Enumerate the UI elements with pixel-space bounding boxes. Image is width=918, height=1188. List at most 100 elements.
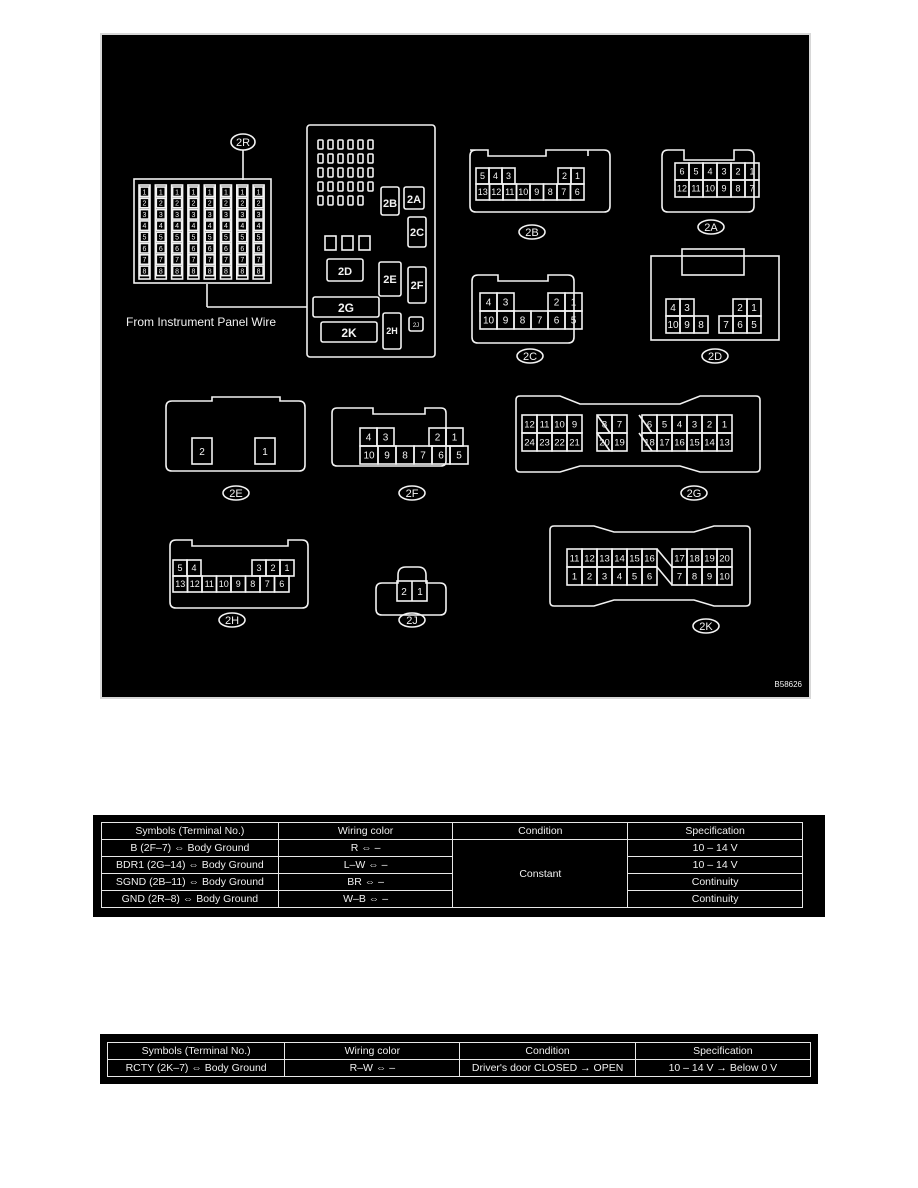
svg-text:9: 9 [503, 316, 509, 327]
svg-text:2H: 2H [386, 326, 398, 336]
svg-text:2: 2 [208, 201, 212, 208]
cell-wiring: BR ⇔ – [277, 873, 454, 891]
svg-text:3: 3 [602, 571, 607, 582]
header-specification: Specification [627, 822, 803, 840]
svg-text:4: 4 [617, 571, 622, 582]
svg-text:13: 13 [719, 437, 730, 448]
table-row: B (2F–7) ⇔ Body Ground R ⇔ – Constant 10… [101, 839, 803, 908]
svg-text:2: 2 [735, 167, 740, 177]
svg-text:1: 1 [224, 189, 228, 196]
svg-text:6: 6 [647, 571, 652, 582]
svg-text:7: 7 [143, 257, 147, 264]
svg-text:4: 4 [143, 223, 147, 230]
table-row: GND (2R–8) ⇔ Body Ground W–B ⇔ – Continu… [101, 890, 803, 908]
cell-symbol: GND (2R–8) ⇔ Body Ground [101, 890, 279, 908]
svg-text:4: 4 [486, 298, 492, 309]
svg-text:10: 10 [719, 571, 730, 582]
connector-2R-label: 2R [236, 137, 250, 149]
svg-text:2: 2 [401, 587, 407, 598]
cell-symbol: SGND (2B–11) ⇔ Body Ground [101, 873, 279, 891]
svg-text:2: 2 [554, 298, 560, 309]
svg-text:24: 24 [524, 437, 535, 448]
cell-wiring: R–W ⇔ – [284, 1059, 461, 1077]
svg-text:7: 7 [208, 257, 212, 264]
junction-block: 2B 2A 2C 2D 2E 2F 2G 2K 2H 2J [306, 124, 436, 358]
svg-text:17: 17 [659, 437, 670, 448]
svg-text:3: 3 [159, 212, 163, 219]
connector-2J: 2 1 2J [375, 566, 447, 628]
svg-text:3: 3 [208, 212, 212, 219]
svg-text:18: 18 [644, 437, 655, 448]
svg-text:5: 5 [224, 234, 228, 241]
svg-text:5: 5 [456, 451, 462, 462]
svg-text:5: 5 [662, 419, 667, 430]
table-1: Symbols (Terminal No.) Wiring color Cond… [101, 822, 803, 908]
svg-text:1: 1 [159, 189, 163, 196]
svg-text:9: 9 [721, 184, 726, 194]
svg-text:7: 7 [240, 257, 244, 264]
svg-text:10: 10 [219, 579, 229, 589]
svg-text:8: 8 [224, 268, 228, 275]
table-2-header: Symbols (Terminal No.) Wiring color Cond… [106, 1042, 812, 1060]
svg-text:1: 1 [722, 419, 727, 430]
svg-text:9: 9 [684, 320, 690, 331]
svg-text:7: 7 [265, 579, 270, 589]
svg-text:2F: 2F [406, 488, 419, 500]
svg-text:9: 9 [236, 579, 241, 589]
svg-text:2: 2 [175, 201, 179, 208]
svg-text:4: 4 [224, 223, 228, 230]
svg-text:12: 12 [524, 419, 535, 430]
svg-text:5: 5 [632, 571, 637, 582]
cell-condition: Driver's door CLOSED → OPEN [459, 1059, 636, 1077]
svg-text:15: 15 [689, 437, 700, 448]
svg-text:10: 10 [483, 316, 495, 327]
svg-text:9: 9 [534, 187, 539, 197]
svg-text:8: 8 [520, 316, 526, 327]
svg-text:2: 2 [224, 201, 228, 208]
svg-text:5: 5 [159, 234, 163, 241]
svg-text:5: 5 [571, 316, 577, 327]
svg-text:7: 7 [749, 184, 754, 194]
svg-text:2: 2 [270, 563, 275, 573]
svg-text:4: 4 [175, 223, 179, 230]
svg-text:2D: 2D [338, 266, 352, 278]
svg-text:6: 6 [679, 167, 684, 177]
svg-text:8: 8 [208, 268, 212, 275]
svg-text:2: 2 [587, 571, 592, 582]
terminal-table-1: Symbols (Terminal No.) Wiring color Cond… [93, 815, 825, 917]
svg-text:3: 3 [692, 419, 697, 430]
svg-text:3: 3 [175, 212, 179, 219]
svg-text:6: 6 [647, 419, 652, 430]
svg-text:4: 4 [493, 171, 498, 181]
svg-text:10: 10 [518, 187, 528, 197]
svg-text:2B: 2B [383, 198, 397, 210]
svg-text:7: 7 [175, 257, 179, 264]
svg-text:17: 17 [674, 553, 685, 564]
svg-text:9: 9 [707, 571, 712, 582]
svg-text:2K: 2K [341, 326, 357, 340]
svg-text:5: 5 [143, 234, 147, 241]
svg-text:19: 19 [704, 553, 715, 564]
svg-text:8: 8 [698, 320, 704, 331]
svg-text:3: 3 [684, 303, 690, 314]
svg-text:7: 7 [191, 257, 195, 264]
svg-text:9: 9 [572, 419, 577, 430]
svg-text:4: 4 [677, 419, 682, 430]
connector-2E: 2 1 2E [165, 396, 306, 501]
svg-text:2: 2 [159, 201, 163, 208]
svg-text:13: 13 [175, 579, 185, 589]
svg-text:5: 5 [208, 234, 212, 241]
diagram-svg: 2R 1234567812345678123456781234567812345… [126, 124, 803, 689]
cell-spec: 10 – 14 V [627, 856, 803, 874]
svg-text:11: 11 [540, 419, 550, 430]
svg-text:18: 18 [689, 553, 700, 564]
svg-text:3: 3 [191, 212, 195, 219]
svg-text:10: 10 [363, 451, 375, 462]
svg-text:8: 8 [548, 187, 553, 197]
svg-text:1: 1 [575, 171, 580, 181]
svg-text:4: 4 [191, 563, 196, 573]
cell-wiring: W–B ⇔ – [277, 890, 454, 908]
svg-text:6: 6 [554, 316, 560, 327]
svg-text:4: 4 [191, 223, 195, 230]
